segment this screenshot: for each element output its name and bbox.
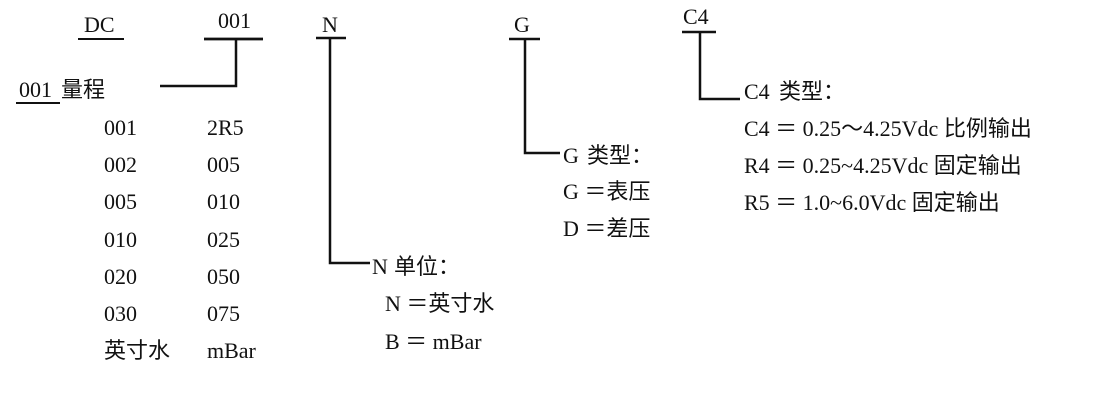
- range-value-left: 005: [104, 189, 137, 214]
- range-value-left: 020: [104, 264, 137, 289]
- output-code: C4: [744, 79, 770, 104]
- output-option: R4 ＝ 0.25~4.25Vdc 固定输出: [744, 153, 1022, 178]
- range-value-right: 2R5: [207, 115, 244, 140]
- series-code: DC: [84, 12, 115, 37]
- output-connector-drop: [698, 32, 740, 101]
- range-value-left: 010: [104, 227, 137, 252]
- unit-connector-drop: [328, 38, 370, 265]
- type-code-header: G: [514, 12, 530, 37]
- range-code-underline: [16, 102, 60, 104]
- type-option: G ＝表压: [563, 179, 651, 204]
- unit-code-header: N: [322, 12, 338, 37]
- unit-code: N: [372, 254, 388, 279]
- output-option: C4 ＝ 0.25～4.25Vdc 比例输出: [744, 116, 1032, 141]
- range-code-header: 001: [218, 8, 251, 33]
- range-value-left: 001: [104, 115, 137, 140]
- output-code-header: C4: [683, 4, 709, 29]
- type-connector-drop: [523, 39, 560, 155]
- range-label: 量程: [61, 77, 106, 102]
- range-value-right: 025: [207, 227, 240, 252]
- range-value-right: 050: [207, 264, 240, 289]
- type-code: G: [563, 143, 579, 168]
- series-underline: [78, 38, 124, 40]
- type-option: D ＝差压: [563, 216, 651, 241]
- unit-label: 单位：: [394, 254, 461, 279]
- range-value-left: 002: [104, 152, 137, 177]
- range-value-right: mBar: [207, 338, 256, 363]
- output-label: 类型：: [779, 79, 846, 104]
- range-value-left: 030: [104, 301, 137, 326]
- unit-option: N ＝英寸水: [385, 291, 495, 316]
- output-option: R5 ＝ 1.0~6.0Vdc 固定输出: [744, 190, 1000, 215]
- unit-option: B ＝ mBar: [385, 329, 482, 354]
- type-label: 类型：: [587, 143, 654, 168]
- range-value-right: 075: [207, 301, 240, 326]
- range-code: 001: [19, 77, 52, 102]
- range-connector-drop: [160, 39, 238, 88]
- range-value-right: 005: [207, 152, 240, 177]
- range-value-right: 010: [207, 189, 240, 214]
- range-value-left: 英寸水: [104, 338, 171, 363]
